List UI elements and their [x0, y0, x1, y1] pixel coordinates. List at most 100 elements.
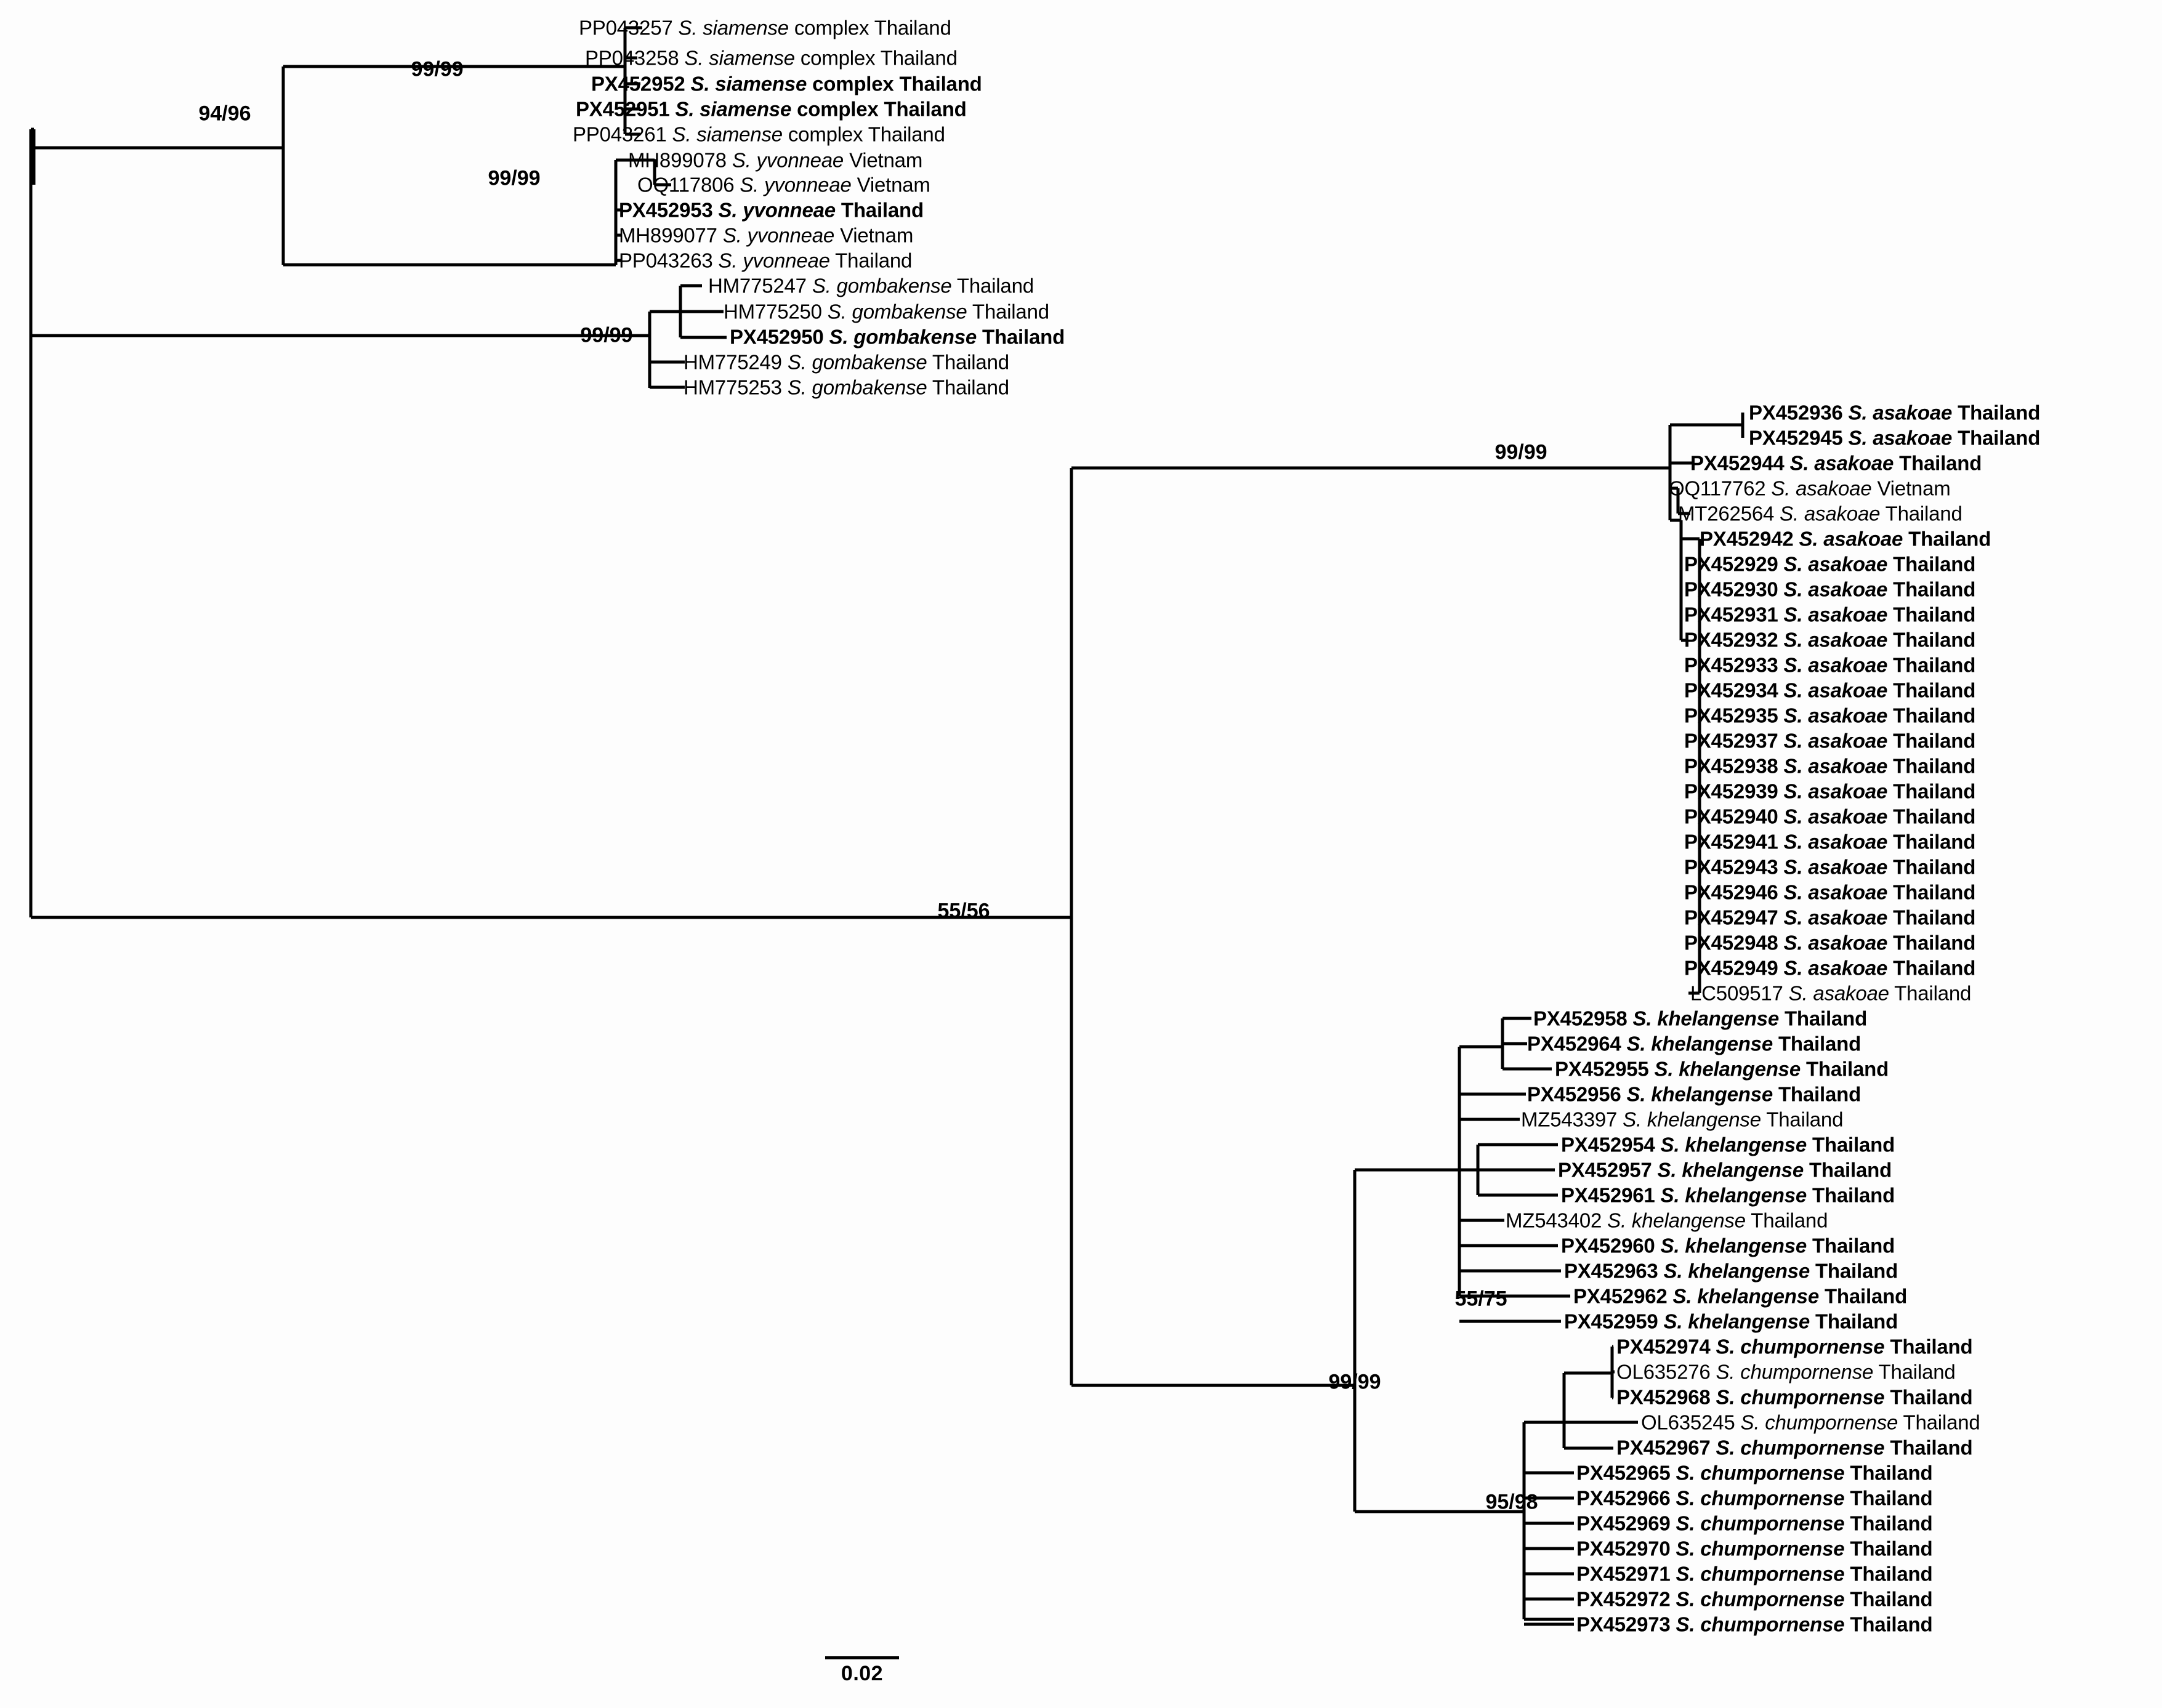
- node-support-value: 99/99: [1328, 1370, 1381, 1394]
- taxon-accession: HM775253: [684, 376, 782, 399]
- taxon-country: Vietnam: [849, 148, 923, 172]
- taxon-species: S. asakoae: [1783, 855, 1888, 879]
- taxon-country: Thailand: [1878, 1360, 1956, 1384]
- taxon-label: PX452965 S. chumpornense Thailand: [1576, 1461, 1933, 1484]
- taxon-species: S. chumpornense: [1716, 1335, 1885, 1358]
- taxon-country: Thailand: [982, 325, 1065, 348]
- taxon-label: PX452964 S. khelangense Thailand: [1527, 1034, 1861, 1054]
- taxon-country: Thailand: [1893, 653, 1976, 677]
- taxon-accession: PX452938: [1684, 754, 1778, 778]
- taxon-species: S. yvonneae: [740, 173, 852, 196]
- taxon-accession: HM775250: [724, 300, 822, 323]
- taxon-species: S. chumpornense: [1676, 1562, 1845, 1585]
- taxon-accession: PX452937: [1684, 729, 1778, 752]
- taxon-label: LC509517 S. asakoae Thailand: [1690, 983, 1971, 1004]
- taxon-country: Thailand: [1805, 1057, 1889, 1081]
- taxon-label: OL635276 S. chumpornense Thailand: [1616, 1362, 1956, 1382]
- taxon-country: Thailand: [1815, 1259, 1898, 1283]
- taxon-label: PX452953 S. yvonneae Thailand: [619, 200, 924, 220]
- taxon-accession: OQ117762: [1669, 477, 1766, 500]
- taxon-species: S. yvonneae: [718, 198, 836, 222]
- taxon-species: S. gombakense: [827, 300, 967, 323]
- taxon-label: MH899077 S. yvonneae Vietnam: [619, 225, 913, 246]
- taxon-accession: PP043263: [619, 249, 713, 272]
- taxon-accession: PX452973: [1576, 1613, 1671, 1636]
- taxon-country: Thailand: [932, 350, 1009, 374]
- taxon-country: Thailand: [1812, 1133, 1895, 1156]
- taxon-country: Thailand: [956, 274, 1034, 297]
- taxon-label: PX452939 S. asakoae Thailand: [1684, 781, 1975, 802]
- taxon-species: S. chumpornense: [1716, 1436, 1885, 1459]
- taxon-accession: PX452947: [1684, 906, 1778, 929]
- taxon-species: S. gombakense: [787, 350, 927, 374]
- taxon-species: S. asakoae: [1783, 931, 1888, 954]
- taxon-label: PX452944 S. asakoae Thailand: [1690, 453, 1982, 473]
- taxon-species: S. khelangense: [1660, 1234, 1807, 1257]
- taxon-label: HM775253 S. gombakense Thailand: [684, 377, 1009, 398]
- taxon-accession: PX452963: [1564, 1259, 1658, 1283]
- taxon-accession: PX452969: [1576, 1512, 1671, 1535]
- taxon-label: PX452973 S. chumpornense Thailand: [1576, 1613, 1933, 1636]
- taxon-accession: PX452934: [1684, 679, 1778, 702]
- taxon-species: S. khelangense: [1654, 1057, 1801, 1081]
- taxon-country: Thailand: [868, 123, 945, 146]
- taxon-accession: MH899077: [619, 224, 717, 247]
- taxon-species: S. khelangense: [1626, 1032, 1773, 1055]
- taxon-species: S. khelangense: [1663, 1259, 1810, 1283]
- taxon-species: S. chumpornense: [1676, 1461, 1845, 1484]
- taxon-species: S. siamense: [675, 97, 792, 121]
- taxon-country: Thailand: [1850, 1512, 1933, 1535]
- taxon-country: Thailand: [1824, 1284, 1908, 1308]
- taxon-country: Thailand: [835, 249, 913, 272]
- taxon-label: HM775250 S. gombakense Thailand: [724, 302, 1049, 322]
- taxon-species: S. asakoae: [1783, 704, 1888, 727]
- node-support-value: 94/96: [198, 102, 251, 126]
- taxon-country: Thailand: [1784, 1007, 1868, 1030]
- taxon-species: S. chumpornense: [1740, 1411, 1898, 1434]
- taxon-label: MZ543402 S. khelangense Thailand: [1506, 1211, 1828, 1231]
- scale-bar-line: [825, 1656, 899, 1659]
- taxon-country: Thailand: [1893, 603, 1976, 626]
- taxon-label: PX452972 S. chumpornense Thailand: [1576, 1589, 1933, 1609]
- taxon-accession: PX452929: [1684, 552, 1778, 576]
- taxon-species: S. asakoae: [1783, 906, 1888, 929]
- taxon-accession: PX452959: [1564, 1310, 1658, 1333]
- taxon-accession: PX452967: [1616, 1436, 1711, 1459]
- taxon-label: HM775249 S. gombakense Thailand: [684, 352, 1009, 373]
- taxon-label: MH899078 S. yvonneae Vietnam: [628, 150, 922, 171]
- taxon-country: Thailand: [1893, 956, 1976, 980]
- taxon-country: Thailand: [1893, 880, 1976, 904]
- taxon-species: S. asakoae: [1783, 679, 1888, 702]
- taxon-label: MZ543397 S. khelangense Thailand: [1521, 1110, 1843, 1130]
- taxon-accession: PX452950: [730, 325, 824, 348]
- taxon-accession: PX452968: [1616, 1385, 1711, 1409]
- taxon-accession: MH899078: [628, 148, 727, 172]
- taxon-label: PX452932 S. asakoae Thailand: [1684, 630, 1975, 650]
- taxon-species: S. asakoae: [1783, 578, 1888, 601]
- taxon-accession: PX452970: [1576, 1537, 1671, 1560]
- taxon-country: Vietnam: [857, 173, 930, 196]
- taxon-label: PX452941 S. asakoae Thailand: [1684, 832, 1975, 852]
- taxon-species: S. siamense: [690, 72, 807, 95]
- taxon-accession: PP043261: [573, 123, 667, 146]
- scale-bar-label: 0.02: [841, 1662, 884, 1685]
- taxon-country: Thailand: [1903, 1411, 1980, 1434]
- taxon-accession: MZ543397: [1521, 1108, 1618, 1131]
- taxon-label: PX452963 S. khelangense Thailand: [1564, 1261, 1898, 1281]
- taxon-species: S. gombakense: [829, 325, 977, 348]
- taxon-country: Thailand: [1850, 1562, 1933, 1585]
- taxon-qualifier: complex: [788, 16, 869, 39]
- node-support-value: 99/99: [411, 57, 464, 81]
- taxon-country: Thailand: [1893, 855, 1976, 879]
- taxon-country: Thailand: [1890, 1436, 1973, 1459]
- taxon-label: OL635245 S. chumpornense Thailand: [1641, 1412, 1980, 1433]
- taxon-country: Thailand: [1809, 1158, 1892, 1182]
- taxon-label: PX452969 S. chumpornense Thailand: [1576, 1512, 1933, 1535]
- taxon-label: PX452940 S. asakoae Thailand: [1684, 807, 1975, 827]
- taxon-label: PX452943 S. asakoae Thailand: [1684, 857, 1975, 877]
- taxon-accession: PX452961: [1561, 1183, 1655, 1207]
- taxon-accession: PX452966: [1576, 1486, 1671, 1510]
- taxon-label: PX452933 S. asakoae Thailand: [1684, 655, 1975, 675]
